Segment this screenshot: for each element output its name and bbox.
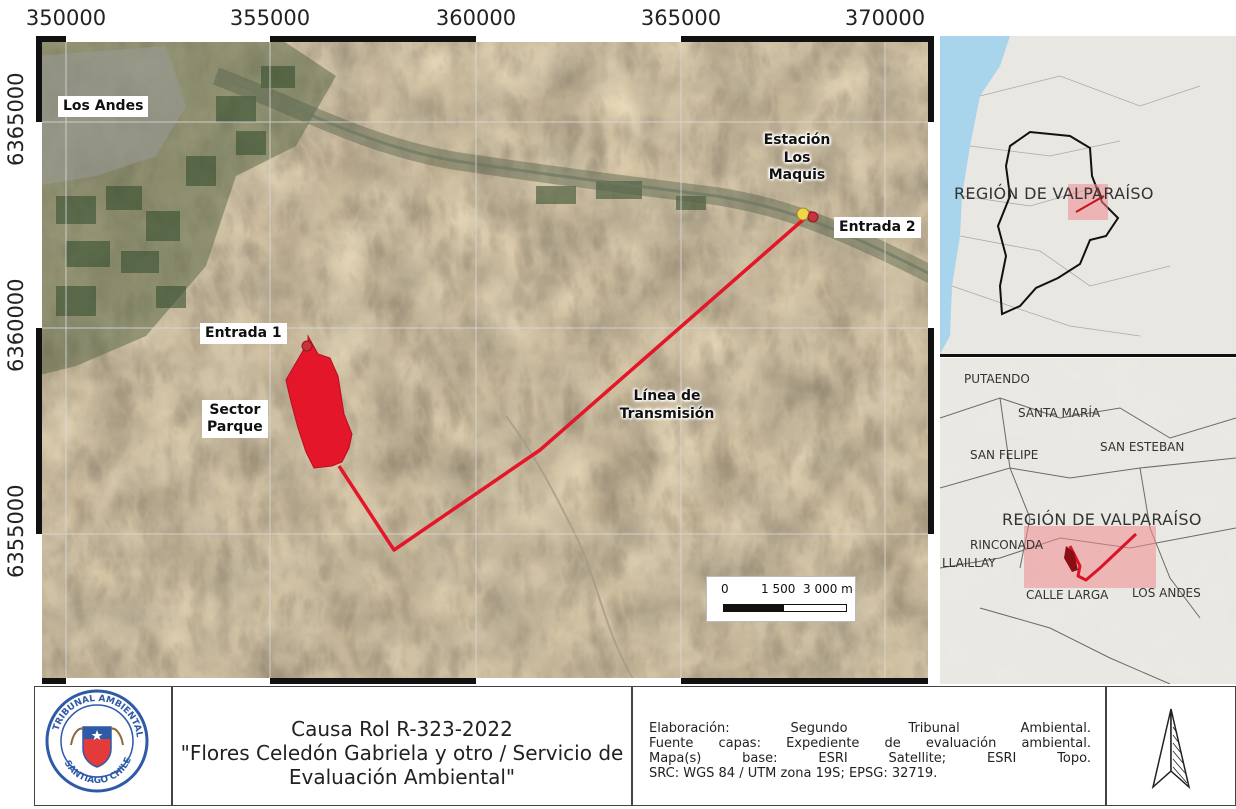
credit-line-2: Fuente capas: Expediente de evaluación a… (649, 736, 1091, 751)
y-tick-6360000: 6360000 (4, 278, 28, 372)
town-putaendo: PUTAENDO (964, 372, 1030, 386)
label-sector-parque: Sector Parque (202, 400, 268, 438)
y-tick-6365000: 6365000 (4, 72, 28, 166)
label-linea-line-1: Línea de (633, 388, 701, 404)
ocean (940, 36, 1010, 354)
label-los-andes: Los Andes (58, 96, 149, 117)
x-tick-355000: 355000 (229, 6, 311, 30)
label-sector-line-2: Parque (207, 418, 263, 435)
town-calle-larga: CALLE LARGA (1026, 588, 1109, 602)
main-map[interactable]: Los Andes Estación Los Maquis Entrada 2 … (36, 36, 934, 684)
tribunal-logo: TRIBUNAL AMBIENTAL SANTIAGO CHILE (45, 689, 149, 793)
title-box: Causa Rol R-323-2022 "Flores Celedón Gab… (172, 686, 632, 806)
inset-region-label: REGIÓN DE VALPARAÍSO (954, 184, 1154, 203)
title-line-1: Causa Rol R-323-2022 (291, 717, 513, 741)
label-sector-line-1: Sector (209, 402, 261, 418)
label-linea-line-2: Transmisión (619, 405, 715, 422)
scale-segment-white (783, 604, 847, 612)
neatline-left (36, 36, 42, 684)
scale-tick-0: 0 (721, 582, 729, 596)
north-arrow-icon (1151, 708, 1191, 790)
credits-box: Elaboración: Segundo Tribunal Ambiental.… (632, 686, 1106, 806)
x-tick-365000: 365000 (640, 6, 722, 30)
inset-local-map[interactable]: PUTAENDO SANTA MARÍA SAN ESTEBAN SAN FEL… (940, 358, 1236, 684)
neatline-right (928, 36, 934, 684)
map-title: Causa Rol R-323-2022 "Flores Celedón Gab… (173, 717, 631, 789)
study-area-highlight (1068, 184, 1108, 220)
satellite-imagery (36, 36, 934, 684)
title-line-3: Evaluación Ambiental" (288, 765, 516, 789)
label-estacion-line-1: Estación (763, 132, 831, 148)
y-tick-6355000: 6355000 (4, 484, 28, 578)
label-linea-transmision: Línea de Transmisión (612, 388, 722, 423)
x-tick-360000: 360000 (435, 6, 517, 30)
title-line-2: "Flores Celedón Gabriela y otro / Servic… (180, 741, 624, 765)
label-entrada-2: Entrada 2 (834, 217, 921, 238)
label-estacion-line-2: Los (783, 149, 811, 166)
entrada-2-marker (807, 211, 819, 223)
town-san-felipe: SAN FELIPE (970, 448, 1039, 462)
north-arrow-box (1106, 686, 1236, 806)
label-estacion-line-3: Maquis (768, 167, 826, 183)
credit-line-1: Elaboración: Segundo Tribunal Ambiental. (649, 721, 1091, 736)
label-estacion-los-maquis: Estación Los Maquis (752, 132, 842, 185)
scale-segment-black (723, 604, 783, 612)
coordinate-grid (36, 36, 934, 684)
label-entrada-1: Entrada 1 (200, 323, 287, 344)
scale-tick-3000: 3 000 m (803, 582, 853, 596)
scale-bar: 0 1 500 3 000 m (706, 576, 856, 622)
estacion-marker (796, 207, 810, 221)
town-llaillay: LLAILLAY (942, 556, 996, 570)
credit-line-4: SRC: WGS 84 / UTM zona 19S; EPSG: 32719. (649, 766, 938, 781)
inset-local-region-label: REGIÓN DE VALPARAÍSO (1002, 510, 1202, 529)
town-santa-maria: SANTA MARÍA (1018, 406, 1101, 420)
logo-box: TRIBUNAL AMBIENTAL SANTIAGO CHILE (34, 686, 172, 806)
town-rinconada: RINCONADA (970, 538, 1044, 552)
x-tick-370000: 370000 (844, 6, 926, 30)
region-boundary (996, 130, 1120, 316)
town-san-esteban: SAN ESTEBAN (1100, 440, 1185, 454)
entrada-1-marker (301, 340, 313, 352)
sector-parque-polygon (285, 334, 353, 469)
map-footer: TRIBUNAL AMBIENTAL SANTIAGO CHILE Causa … (34, 686, 1236, 808)
scale-tick-1500: 1 500 (761, 582, 796, 596)
x-tick-350000: 350000 (25, 6, 107, 30)
transmission-line (337, 210, 814, 552)
inset-region-map[interactable]: REGIÓN DE VALPARAÍSO (940, 36, 1236, 357)
credit-line-3: Mapa(s) base: ESRI Satellite; ESRI Topo. (649, 751, 1091, 766)
town-los-andes: LOS ANDES (1132, 586, 1201, 600)
